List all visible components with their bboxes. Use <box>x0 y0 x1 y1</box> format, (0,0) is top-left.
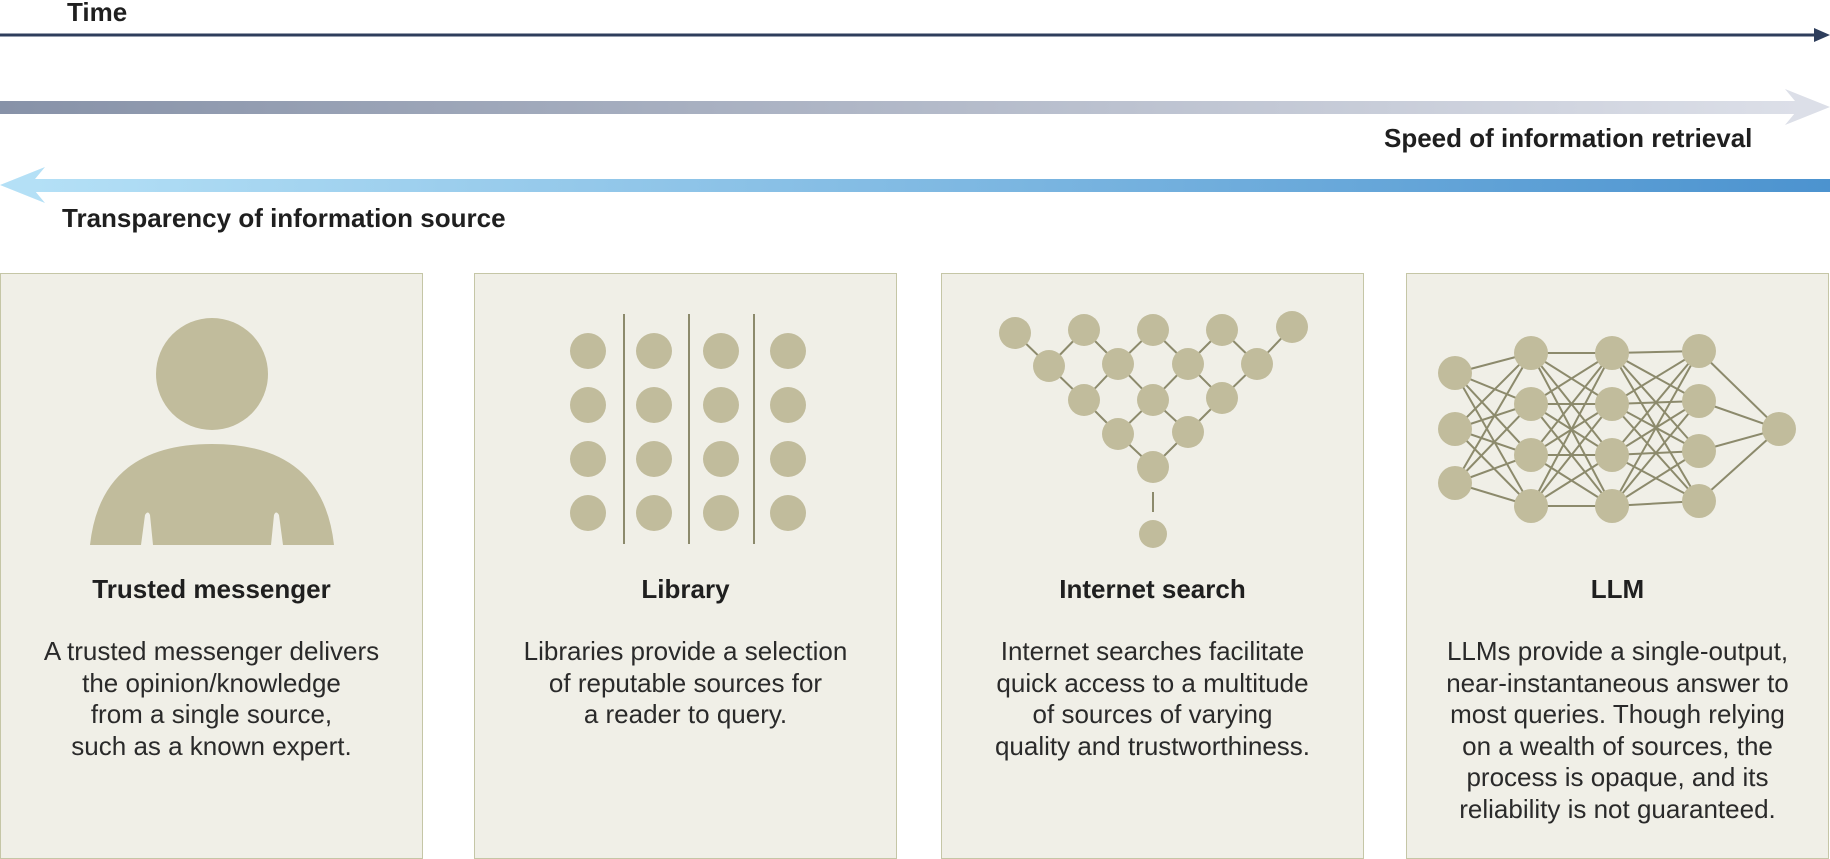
network-node <box>1514 489 1548 523</box>
network-node <box>1682 334 1716 368</box>
card-description: A trusted messenger delivers the opinion… <box>43 636 380 761</box>
transparency-arrow <box>0 167 1830 203</box>
network-node <box>1438 466 1472 500</box>
card-title: Trusted messenger <box>92 574 331 604</box>
network-node <box>1682 484 1716 518</box>
person-icon <box>90 318 334 545</box>
network-node <box>1682 384 1716 418</box>
network-node <box>1514 438 1548 472</box>
card-title: Library <box>641 574 730 604</box>
card-internet-search: Internet search Internet searches facili… <box>941 273 1364 859</box>
card-description: LLMs provide a single-output, near-insta… <box>1446 636 1789 824</box>
card-llm: LLM LLMs provide a single-output, near-i… <box>1406 273 1829 859</box>
card-title: LLM <box>1590 574 1645 604</box>
network-node <box>1438 356 1472 390</box>
card-library: Library Libraries provide a selection of… <box>474 273 897 859</box>
network-node <box>1514 387 1548 421</box>
card-description: Libraries provide a selection of reputab… <box>523 636 848 729</box>
network-node <box>1762 412 1796 446</box>
network-node <box>1595 489 1629 523</box>
network-node <box>1595 387 1629 421</box>
neural-network-icon <box>1438 334 1796 523</box>
card-trusted-messenger: Trusted messenger A trusted messenger de… <box>0 273 423 859</box>
library-icon <box>570 314 806 544</box>
time-arrow <box>0 28 1830 42</box>
card-description: Internet searches facilitate quick acces… <box>994 636 1311 761</box>
time-label: Time <box>67 0 128 27</box>
speed-label: Speed of information retrieval <box>1384 123 1753 153</box>
transparency-label: Transparency of information source <box>62 203 506 233</box>
funnel-network-icon <box>999 311 1308 548</box>
network-node <box>1438 412 1472 446</box>
card-title: Internet search <box>1059 574 1246 604</box>
speed-arrow <box>0 89 1830 125</box>
network-node <box>1595 336 1629 370</box>
timeline-arrows <box>0 28 1830 203</box>
network-node <box>1514 336 1548 370</box>
network-node <box>1682 434 1716 468</box>
network-node <box>1595 438 1629 472</box>
